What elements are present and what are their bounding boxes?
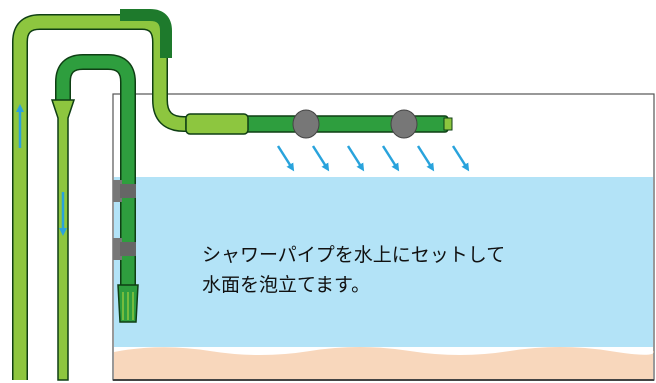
spray-arrow-icon	[451, 145, 470, 172]
spray-arrow-icon	[276, 145, 295, 172]
water	[114, 177, 653, 347]
outflow-hook	[120, 9, 172, 58]
intake-pipe	[56, 55, 135, 290]
suction-cup-icon	[120, 184, 136, 198]
caption-line-2: 水面を泡立てます。	[202, 274, 371, 296]
caption-line-1: シャワーパイプを水上にセットして	[202, 244, 506, 266]
suction-cup-icon	[120, 242, 136, 256]
spray-arrow-icon	[311, 145, 330, 172]
spray-arrows	[276, 145, 470, 172]
outflow-pipe	[13, 15, 300, 380]
sand	[114, 347, 654, 379]
intake-tube	[50, 99, 76, 381]
shower-pipe-joint	[185, 113, 249, 135]
spray-arrow-icon	[381, 145, 400, 172]
spray-arrow-icon	[416, 145, 435, 172]
caption: シャワーパイプを水上にセットして 水面を泡立てます。	[202, 240, 505, 300]
suction-cup-icon	[113, 238, 122, 260]
spray-arrow-icon	[346, 145, 365, 172]
suction-cup-icon	[390, 109, 418, 139]
shower-pipe-end-cap	[443, 117, 453, 131]
suction-cup-icon	[113, 180, 122, 202]
suction-cup-icon	[292, 109, 320, 139]
